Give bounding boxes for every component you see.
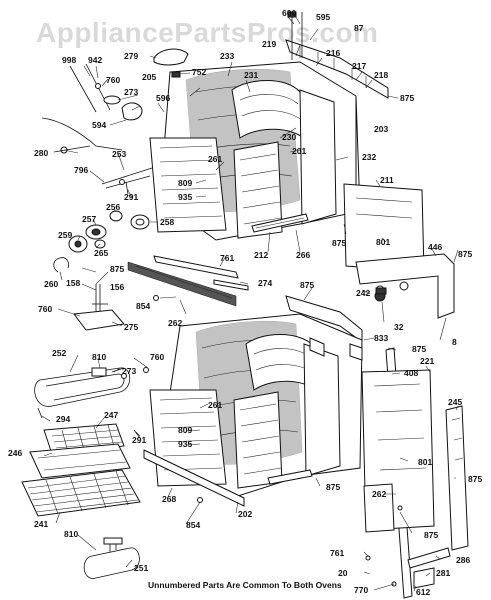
label-935-lower: 935	[178, 439, 192, 449]
label-212: 212	[254, 250, 268, 260]
label-156: 156	[110, 282, 124, 292]
label-761-upper: 761	[220, 253, 234, 263]
label-875-bottom: 875	[424, 530, 438, 540]
label-600: 600	[282, 8, 296, 18]
label-257: 257	[82, 214, 96, 224]
label-273-upper: 273	[124, 87, 138, 97]
upper-small-parts	[41, 48, 249, 331]
label-833: 833	[374, 333, 388, 343]
label-265: 265	[94, 248, 108, 258]
label-231: 231	[244, 70, 258, 80]
label-253: 253	[112, 149, 126, 159]
lower-oven-assembly	[143, 287, 387, 507]
label-262-lower: 262	[372, 489, 386, 499]
label-875-far-right: 875	[458, 249, 472, 259]
label-8: 8	[452, 337, 457, 347]
label-596: 596	[156, 93, 170, 103]
label-216: 216	[326, 48, 340, 58]
label-241: 241	[34, 519, 48, 529]
label-202: 202	[238, 509, 252, 519]
label-408: 408	[404, 368, 418, 378]
label-875-left: 875	[110, 264, 124, 274]
label-875-lower-right: 875	[412, 344, 426, 354]
label-998: 998	[62, 55, 76, 65]
label-796: 796	[74, 165, 88, 175]
label-266: 266	[296, 250, 310, 260]
label-291-upper: 291	[124, 192, 138, 202]
label-935-upper: 935	[178, 192, 192, 202]
label-217: 217	[352, 61, 366, 71]
label-875-upper-mid: 875	[332, 238, 346, 248]
label-809-lower: 809	[178, 425, 192, 435]
label-205: 205	[142, 72, 156, 82]
label-221: 221	[420, 356, 434, 366]
label-203: 203	[374, 124, 388, 134]
label-252: 252	[52, 348, 66, 358]
label-219: 219	[262, 39, 276, 49]
upper-oven-assembly	[149, 11, 455, 319]
label-256: 256	[106, 202, 120, 212]
label-761-lower: 761	[330, 548, 344, 558]
part-number-labels: 600 595 87 219 216 233 217 218 875 279 9…	[8, 8, 482, 597]
label-201: 201	[292, 146, 306, 156]
label-218: 218	[374, 70, 388, 80]
label-245: 245	[448, 397, 462, 407]
label-273-lower: 273	[122, 366, 136, 376]
label-158: 158	[66, 278, 80, 288]
label-942: 942	[88, 55, 102, 65]
label-261-lower: 261	[208, 400, 222, 410]
label-211: 211	[380, 175, 394, 185]
label-854-lower: 854	[186, 520, 200, 530]
label-875-center: 875	[300, 280, 314, 290]
label-854-upper: 854	[136, 301, 150, 311]
label-875-far-right-lower: 875	[468, 474, 482, 484]
label-87: 87	[354, 23, 364, 33]
label-612: 612	[416, 587, 430, 597]
label-760-lower: 760	[150, 352, 164, 362]
label-875-upper-right: 875	[400, 93, 414, 103]
label-230: 230	[282, 132, 296, 142]
label-275: 275	[124, 322, 138, 332]
label-810-upper: 810	[92, 352, 106, 362]
label-770: 770	[354, 585, 368, 595]
label-595: 595	[316, 12, 330, 22]
footer-note: Unnumbered Parts Are Common To Both Oven…	[148, 580, 342, 590]
label-801-upper: 801	[376, 237, 390, 247]
label-20: 20	[338, 568, 348, 578]
watermark-text: AppliancePartsPros.com	[36, 17, 378, 48]
label-258: 258	[160, 217, 174, 227]
label-809-upper: 809	[178, 178, 192, 188]
label-810-lower: 810	[64, 529, 78, 539]
label-242: 242	[356, 288, 370, 298]
label-294: 294	[56, 414, 70, 424]
label-232: 232	[362, 152, 376, 162]
label-268: 268	[162, 494, 176, 504]
label-279: 279	[124, 51, 138, 61]
label-760-upper: 760	[106, 75, 120, 85]
label-291-lower: 291	[132, 435, 146, 445]
label-260: 260	[44, 279, 58, 289]
label-32: 32	[394, 322, 404, 332]
label-251: 251	[134, 563, 148, 573]
label-247: 247	[104, 410, 118, 420]
label-281: 281	[436, 568, 450, 578]
label-801-lower: 801	[418, 457, 432, 467]
label-594: 594	[92, 120, 106, 130]
label-262-upper: 262	[168, 318, 182, 328]
label-259: 259	[58, 230, 72, 240]
label-446: 446	[428, 242, 442, 252]
leader-lines	[41, 16, 459, 592]
lower-small-parts	[21, 367, 203, 579]
label-286: 286	[456, 555, 470, 565]
label-274: 274	[258, 278, 272, 288]
label-760-left: 760	[38, 304, 52, 314]
label-261-upper: 261	[208, 154, 222, 164]
label-246: 246	[8, 448, 22, 458]
label-875-lower-center: 875	[326, 482, 340, 492]
label-233: 233	[220, 51, 234, 61]
label-752: 752	[192, 67, 206, 77]
right-side-panels	[361, 347, 469, 599]
label-280: 280	[34, 148, 48, 158]
